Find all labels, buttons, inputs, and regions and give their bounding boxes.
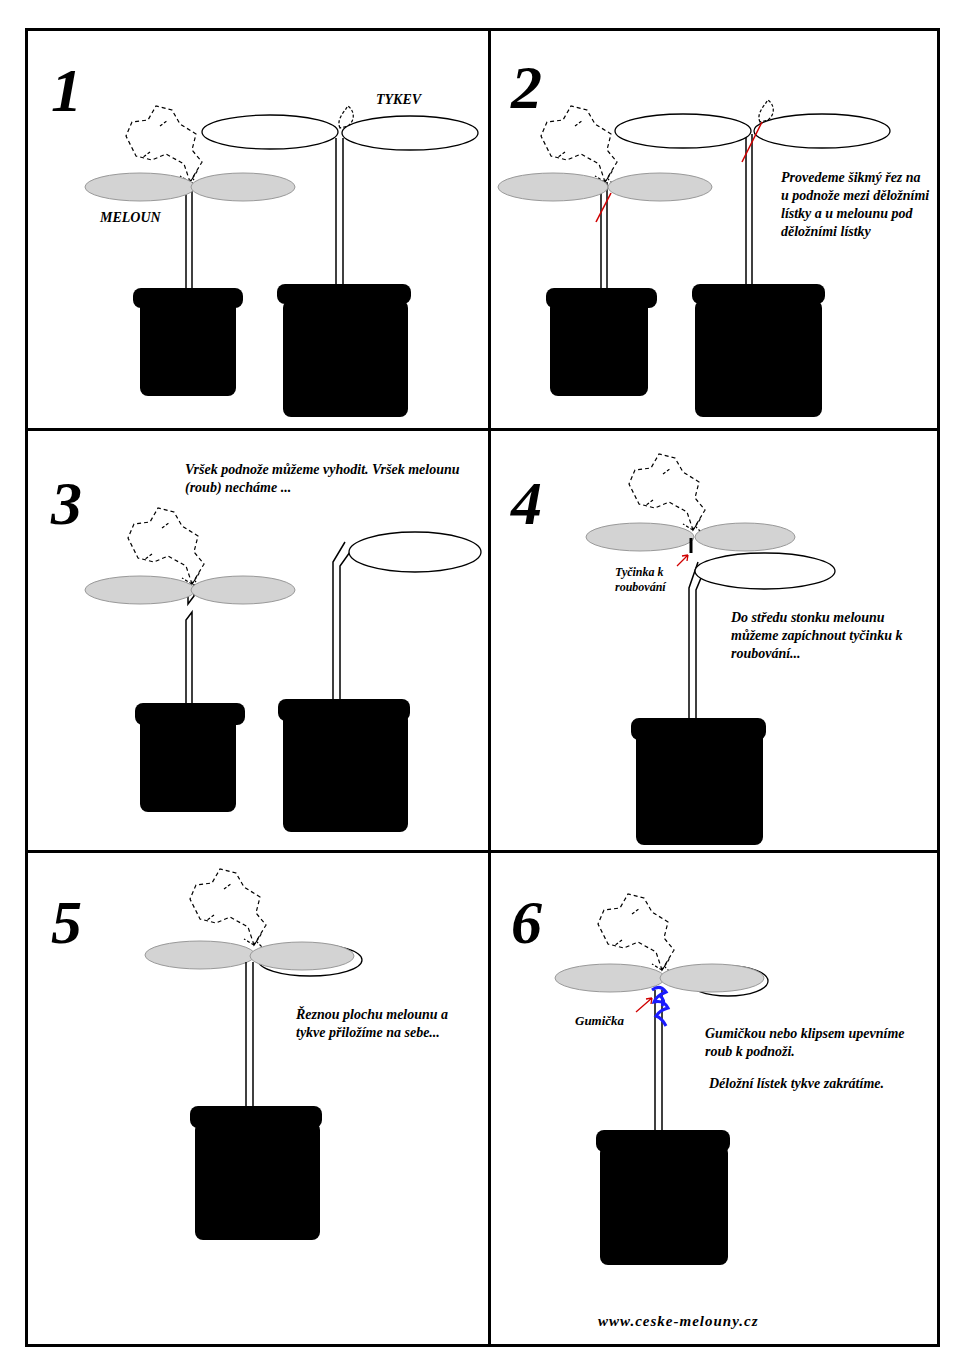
- panel-number: 6: [511, 890, 571, 954]
- caption-text: Řeznou plochu melounu a tykve přiložíme …: [296, 1006, 456, 1042]
- comic-panel: 3 Vršek podnože můžeme vyhodit. Vršek mel…: [25, 428, 491, 853]
- caption-text: MELOUN: [100, 209, 190, 227]
- comic-panel: 6GumičkaGumičkou nebo klipsem upevníme r…: [488, 850, 940, 1347]
- comic-panel: 4Tyčinka k roubování Do středu stonku mel…: [488, 428, 940, 853]
- comic-panel: 1MELOUN TYKEV: [25, 28, 491, 431]
- caption-text: Tyčinka k roubování: [615, 565, 691, 595]
- website-watermark: www.ceske-melouny.cz: [598, 1312, 759, 1330]
- panel-number: 1: [51, 58, 111, 122]
- caption-text: Vršek podnože můžeme vyhodit. Vršek melo…: [185, 461, 485, 497]
- panel-number: 2: [511, 55, 571, 119]
- caption-text: Provedeme šikmý řez na u podnože mezi dě…: [781, 169, 931, 241]
- panel-number: 4: [511, 471, 571, 535]
- panel-number: 3: [51, 471, 111, 535]
- caption-text: Gumičkou nebo klipsem upevníme roub k po…: [705, 1025, 925, 1061]
- caption-text: Déložní lístek tykve zakrátíme.: [709, 1075, 909, 1093]
- comic-panel: 2Provedeme šikmý řez na u podnože mezi d…: [488, 28, 940, 431]
- comic-panel: 5Řeznou plochu melounu a tykve přiložíme…: [25, 850, 491, 1347]
- caption-text: Do středu stonku melounu můžeme zapíchno…: [731, 609, 921, 663]
- caption-text: TYKEV: [376, 91, 456, 109]
- panel-number: 5: [51, 890, 111, 954]
- caption-text: Gumička: [575, 1013, 645, 1029]
